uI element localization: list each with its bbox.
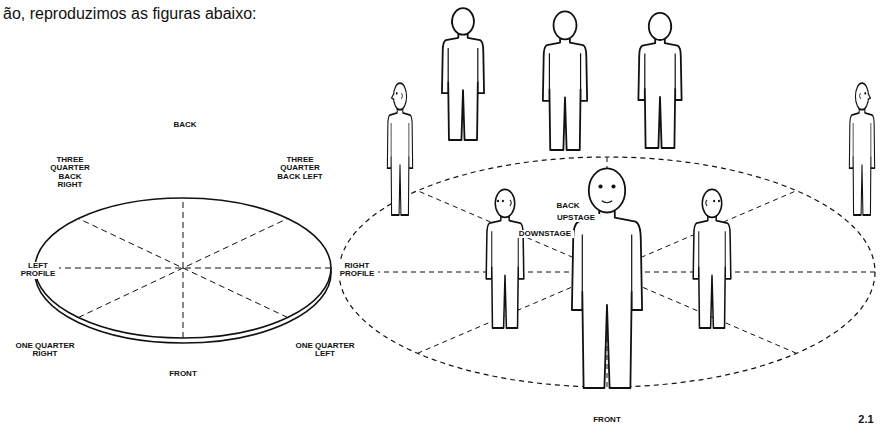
actor-figure <box>442 8 484 140</box>
position-label: BACK <box>165 121 205 129</box>
actor-figure <box>486 189 524 328</box>
position-label: LEFT PROFILE <box>17 262 59 279</box>
actor-figure <box>849 83 874 215</box>
position-label: THREE QUARTER BACK RIGHT <box>44 156 96 190</box>
stage-label: BACK <box>550 202 586 210</box>
intro-text: ão, reproduzimos as figuras abaixo: <box>2 6 372 23</box>
position-label: FRONT <box>163 370 203 378</box>
actor-figure <box>387 83 412 215</box>
position-label: ONE QUARTER RIGHT <box>12 342 78 359</box>
stage-ellipse <box>339 157 875 387</box>
position-label: THREE QUARTER BACK LEFT <box>274 156 326 181</box>
position-label: ONE QUARTER LEFT <box>292 342 358 359</box>
figure-number: 2.1 <box>853 414 879 426</box>
actor-figure <box>693 189 731 328</box>
position-label: RIGHT PROFILE <box>336 262 378 279</box>
stage-label: UPSTAGE <box>552 214 600 222</box>
direction-line <box>78 219 287 318</box>
disc-top <box>35 198 331 338</box>
stage-label: FRONT <box>587 416 627 424</box>
actor-figure <box>543 11 587 150</box>
stage-circle <box>339 157 875 387</box>
actor-figure <box>638 13 681 148</box>
stage-label: DOWNSTAGE <box>516 230 574 238</box>
position-disc <box>35 198 331 343</box>
